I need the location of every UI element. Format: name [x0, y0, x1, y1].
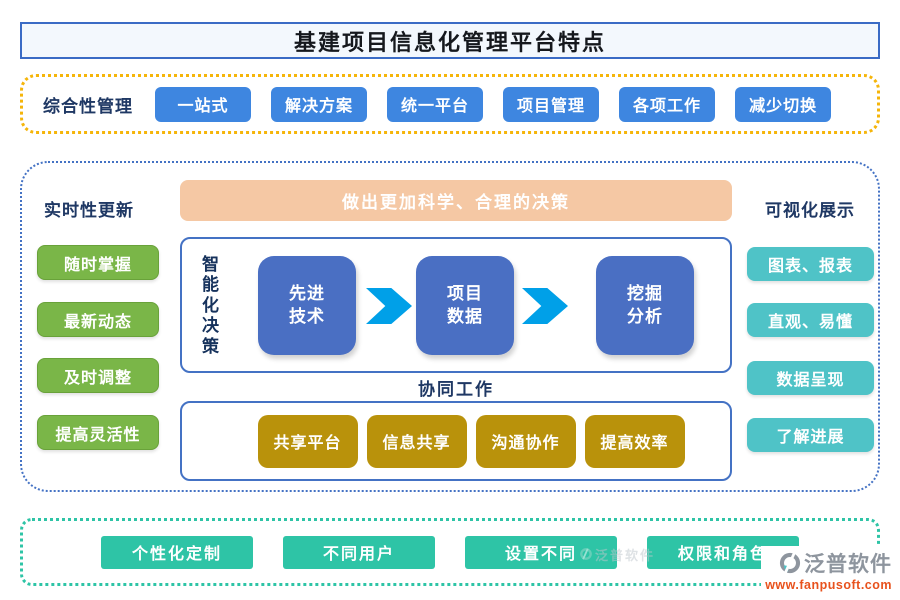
- collaboration-label: 协同工作: [418, 380, 494, 399]
- comprehensive-item-all-work[interactable]: 各项工作: [619, 86, 716, 122]
- decision-banner: 做出更加科学、合理的决策: [180, 180, 732, 221]
- comprehensive-management-section: 综合性管理 一站式 解决方案 统一平台 项目管理 各项工作 减少切换: [20, 74, 880, 134]
- personalization-item-custom[interactable]: 个性化定制: [101, 535, 253, 569]
- realtime-item-flexibility[interactable]: 提高灵活性: [37, 415, 159, 450]
- flow-node-project-data: 项目 数据: [416, 256, 514, 355]
- collab-item-shared-platform[interactable]: 共享平台: [257, 414, 358, 468]
- comprehensive-item-unified-platform[interactable]: 统一平台: [387, 86, 484, 122]
- visual-item-data-display[interactable]: 数据呈现: [747, 361, 874, 395]
- comprehensive-management-label: 综合性管理: [43, 96, 133, 116]
- visual-item-charts-reports[interactable]: 图表、报表: [747, 247, 874, 281]
- comprehensive-item-project-management[interactable]: 项目管理: [503, 86, 600, 122]
- collab-item-efficiency[interactable]: 提高效率: [584, 414, 685, 468]
- page-title: 基建项目信息化管理平台特点: [20, 22, 880, 59]
- watermark: 泛普软件 www.fanpusoft.com: [761, 546, 894, 592]
- intelligent-decision-box: 智能化决策 先进 技术 项目 数据 挖掘 分析: [180, 237, 732, 373]
- watermark-url: www.fanpusoft.com: [765, 578, 892, 592]
- personalization-item-settings[interactable]: 设置不同 泛普软件: [465, 535, 653, 569]
- flow-node-advanced-tech: 先进 技术: [258, 256, 356, 355]
- intelligent-decision-label: 智能化决策: [202, 255, 219, 356]
- realtime-item-timely-adjust[interactable]: 及时调整: [37, 358, 159, 393]
- comprehensive-item-solution[interactable]: 解决方案: [271, 86, 368, 122]
- realtime-item-latest-dynamics[interactable]: 最新动态: [37, 302, 159, 337]
- watermark-name: 泛普软件: [804, 553, 892, 576]
- flow-node-mining-analysis: 挖掘 分析: [596, 256, 694, 355]
- personalization-item-settings-label: 设置不同: [504, 546, 577, 563]
- collaboration-box: 共享平台 信息共享 沟通协作 提高效率: [180, 401, 732, 481]
- fanpu-logo-icon: [779, 552, 801, 574]
- watermark-faint: 泛普软件: [579, 545, 655, 564]
- realtime-update-label: 实时性更新: [44, 201, 134, 220]
- collab-item-info-sharing[interactable]: 信息共享: [366, 414, 467, 468]
- visualization-label: 可视化展示: [765, 201, 855, 220]
- realtime-item-anytime-grasp[interactable]: 随时掌握: [37, 245, 159, 280]
- visual-item-intuitive[interactable]: 直观、易懂: [747, 303, 874, 337]
- visual-item-progress[interactable]: 了解进展: [747, 418, 874, 452]
- comprehensive-item-reduce-switching[interactable]: 减少切换: [735, 86, 832, 122]
- personalization-section: 个性化定制 不同用户 设置不同 泛普软件 权限和角色: [20, 518, 880, 586]
- personalization-item-users[interactable]: 不同用户: [283, 535, 435, 569]
- fanpu-logo-icon: [580, 548, 592, 560]
- collab-item-communication[interactable]: 沟通协作: [475, 414, 576, 468]
- flow-arrow-icon: [522, 288, 568, 324]
- comprehensive-items: 一站式 解决方案 统一平台 项目管理 各项工作 减少切换: [155, 86, 832, 122]
- flow-arrow-icon: [366, 288, 412, 324]
- comprehensive-item-one-stop[interactable]: 一站式: [155, 86, 251, 122]
- middle-section: 实时性更新 随时掌握 最新动态 及时调整 提高灵活性 做出更加科学、合理的决策 …: [20, 161, 880, 492]
